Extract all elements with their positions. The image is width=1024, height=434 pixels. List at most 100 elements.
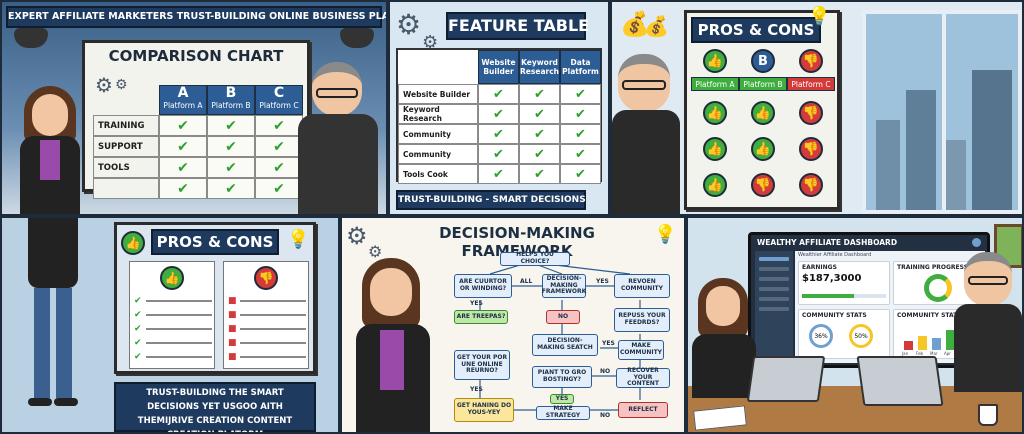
dashboard-subtitle: Wealthier Affiliate Dashboard	[798, 252, 872, 258]
man-at-laptop	[954, 252, 1022, 392]
gear-icon: ⚙	[396, 8, 422, 41]
feature-row-label: Tools Cook	[398, 164, 478, 184]
pros-line: ✔	[134, 308, 212, 322]
lightbulb-icon: 💡	[808, 6, 831, 27]
laptop-left	[746, 356, 826, 402]
sidebar-item[interactable]	[759, 297, 789, 301]
flow-node-helps: HELPS YOU CHOICE?	[500, 252, 570, 266]
letter-badge: B	[751, 49, 775, 73]
gear-icon: ⚙	[422, 32, 439, 53]
panel-pros-cons-bottom: 👍 PROS & CONS 💡 👍 ✔✔✔✔✔ 👎 ■■■■■ TRUST-BU…	[0, 216, 340, 434]
panel-comparison-chart: EXPERT AFFILIATE MARKETERS TRUST-BUILDIN…	[0, 0, 388, 216]
thumbs-down-icon: 👎	[751, 173, 775, 197]
check-icon: ✔	[159, 157, 207, 178]
thumbs-down-icon: ■	[228, 338, 237, 348]
flow-label-no: NO	[600, 412, 611, 419]
stat-ring-2: 50%	[849, 324, 873, 348]
flow-label-yes: YES	[470, 300, 483, 307]
pros-line: ✔	[134, 294, 212, 308]
comparison-col-letter: C	[273, 85, 285, 101]
woman-legs	[22, 218, 82, 408]
sidebar-items	[755, 257, 793, 311]
thumbs-down-icon: 👎	[799, 49, 823, 73]
sidebar-item[interactable]	[759, 257, 789, 261]
feature-table-title: FEATURE TABLE	[446, 12, 589, 40]
cons-sheet: 👎 ■■■■■	[223, 261, 309, 369]
comparison-title: COMPARISON CHART	[108, 47, 284, 65]
check-icon: ✔	[134, 352, 142, 362]
sidebar-item[interactable]	[759, 277, 789, 281]
flow-node-search: DECISION-MAKING SEATCH	[532, 334, 598, 356]
comparison-col-letter: A	[177, 85, 189, 101]
training-ring	[924, 274, 952, 302]
sidebar-item[interactable]	[759, 307, 789, 311]
flow-label-no: NO	[600, 368, 611, 375]
comparison-col-letter: B	[225, 85, 237, 101]
feature-col-header: Website Builder	[478, 50, 519, 84]
flow-node-no: NO	[546, 310, 580, 324]
check-icon: ✔	[255, 157, 303, 178]
thumbs-up-icon: 👍	[121, 231, 145, 255]
check-icon: ✔	[560, 84, 601, 104]
sidebar-item[interactable]	[759, 287, 789, 291]
community-chart-label: COMMUNITY STATS	[897, 312, 962, 319]
check-icon: ✔	[207, 136, 255, 157]
check-icon: ✔	[255, 115, 303, 136]
check-icon: ✔	[255, 178, 303, 199]
flow-node-yes: YES	[550, 394, 574, 404]
thumbs-up-icon: 👍	[160, 266, 184, 290]
check-icon: ✔	[478, 84, 519, 104]
check-icon: ✔	[560, 104, 601, 124]
thumbs-down-icon: ■	[228, 310, 237, 320]
check-icon: ✔	[519, 124, 560, 144]
gear-icon: ⚙	[115, 77, 128, 93]
flow-label-yes: YES	[596, 278, 609, 285]
comparison-row-label: TOOLS	[93, 157, 159, 178]
check-icon: ✔	[207, 178, 255, 199]
flowchart: HELPS YOU CHOICE? ARE CUURTOR OR WINDING…	[450, 248, 684, 432]
money-bag-icon: 💰	[644, 14, 669, 38]
spotlight-icon	[340, 28, 374, 48]
community-bar-label: Apr	[944, 351, 951, 356]
cons-line: ■	[228, 294, 306, 308]
thumbs-down-icon: ■	[228, 296, 237, 306]
text-line	[146, 342, 212, 344]
check-icon: ✔	[478, 164, 519, 184]
spotlight-icon	[14, 28, 48, 48]
check-icon: ✔	[159, 178, 207, 199]
comparison-row-label: TRAINING	[93, 115, 159, 136]
text-line	[240, 300, 306, 302]
flow-node-strategy: MAKE STRATEGY	[536, 406, 590, 420]
text-line	[240, 328, 306, 330]
comparison-row-label: SUPPORT	[93, 136, 159, 157]
cons-line: ■	[228, 308, 306, 322]
pros-line: ✔	[134, 322, 212, 336]
man-presenter	[292, 62, 384, 214]
sidebar-item[interactable]	[759, 267, 789, 271]
thumbs-up-icon: 👍	[703, 173, 727, 197]
feature-row-label: Website Builder	[398, 84, 478, 104]
feature-row-label: Community	[398, 144, 478, 164]
community-bar	[904, 341, 913, 350]
feature-col-header: Data Platform	[560, 50, 601, 84]
check-icon: ✔	[159, 136, 207, 157]
check-icon: ✔	[519, 84, 560, 104]
dashboard-sidebar	[755, 251, 793, 363]
dashboard-avatar[interactable]	[972, 238, 981, 247]
earnings-value: $187,3000	[802, 273, 862, 284]
community-bar	[932, 338, 941, 350]
thumbs-down-icon: 👎	[799, 137, 823, 161]
window	[862, 10, 1022, 214]
community-bar	[946, 329, 955, 350]
pros-cons-board-2: 👍 PROS & CONS 💡 👍 ✔✔✔✔✔ 👎 ■■■■■	[114, 222, 316, 374]
feature-row-label: Community	[398, 124, 478, 144]
dashboard-title: WEALTHY AFFILIATE DASHBOARD	[757, 238, 898, 247]
feature-col-header: Keyword Research	[519, 50, 560, 84]
top-banner: EXPERT AFFILIATE MARKETERS TRUST-BUILDIN…	[6, 6, 386, 28]
